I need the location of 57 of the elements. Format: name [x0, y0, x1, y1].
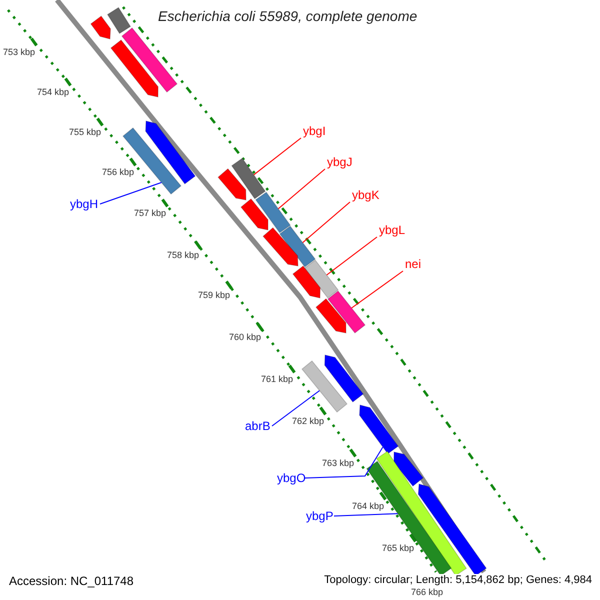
gene-block	[327, 290, 366, 334]
gene-block	[122, 127, 182, 195]
gene-block	[315, 298, 346, 334]
gene-label: ybgK	[352, 189, 380, 201]
gene-block	[292, 265, 321, 298]
leader-line	[334, 513, 398, 516]
diagram-title: Escherichia coli 55989, complete genome	[158, 9, 418, 23]
scale-label: 754 kbp	[37, 88, 70, 97]
scale-label: 764 kbp	[352, 502, 384, 511]
gene-block	[218, 168, 246, 200]
gene-label: ybgJ	[327, 156, 352, 168]
gene-block	[394, 452, 424, 487]
gene-label: nei	[405, 258, 422, 270]
leader-line	[304, 446, 384, 478]
gene-block	[262, 227, 298, 266]
gene-block	[240, 198, 268, 230]
leader-line	[100, 182, 162, 204]
scale-label: 757 kbp	[134, 209, 166, 218]
genome-info-note: Topology: circular; Length: 5,154,862 bp; Genes: 4,984	[324, 575, 592, 586]
leader-line	[326, 236, 378, 276]
scale-label: 753 kbp	[3, 48, 36, 57]
accession-note: Accession: NC_011748	[9, 575, 134, 587]
leader-line	[253, 138, 302, 176]
leader-line	[272, 390, 320, 426]
scale-label: 763 kbp	[322, 459, 354, 468]
gene-label: ybgP	[306, 510, 334, 522]
scale-label: 765 kbp	[382, 544, 414, 553]
gene-block	[90, 16, 111, 40]
gene-block	[121, 27, 178, 93]
gene-label: ybgH	[70, 198, 98, 210]
scale-label: 756 kbp	[102, 168, 134, 177]
scale-label: 755 kbp	[69, 128, 102, 137]
scale-label: 758 kbp	[167, 251, 200, 260]
gene-block	[145, 120, 196, 184]
gene-block	[106, 6, 132, 34]
gene-block	[231, 158, 266, 200]
scale-label: 760 kbp	[229, 333, 262, 342]
gene-block	[359, 404, 399, 454]
gene-block	[324, 354, 364, 403]
gene-block	[110, 39, 158, 98]
gene-label: ybgL	[379, 224, 406, 236]
leader-line	[278, 168, 326, 210]
gene-label: ybgO	[277, 472, 306, 484]
gene-block	[255, 192, 291, 234]
gene-label: ybgI	[303, 125, 326, 137]
gene-label: abrB	[245, 420, 270, 432]
gene-block	[366, 460, 452, 574]
scale-label: 762 kbp	[292, 417, 324, 426]
scale-label: 759 kbp	[198, 291, 230, 300]
leader-line	[302, 202, 350, 244]
gene-block	[304, 259, 339, 299]
gene-block	[418, 483, 487, 574]
gene-block	[301, 360, 348, 413]
scale-label: 761 kbp	[261, 375, 294, 384]
scale-label: 766 kbp	[411, 588, 444, 597]
leader-line	[351, 270, 404, 308]
gene-block	[279, 226, 316, 268]
